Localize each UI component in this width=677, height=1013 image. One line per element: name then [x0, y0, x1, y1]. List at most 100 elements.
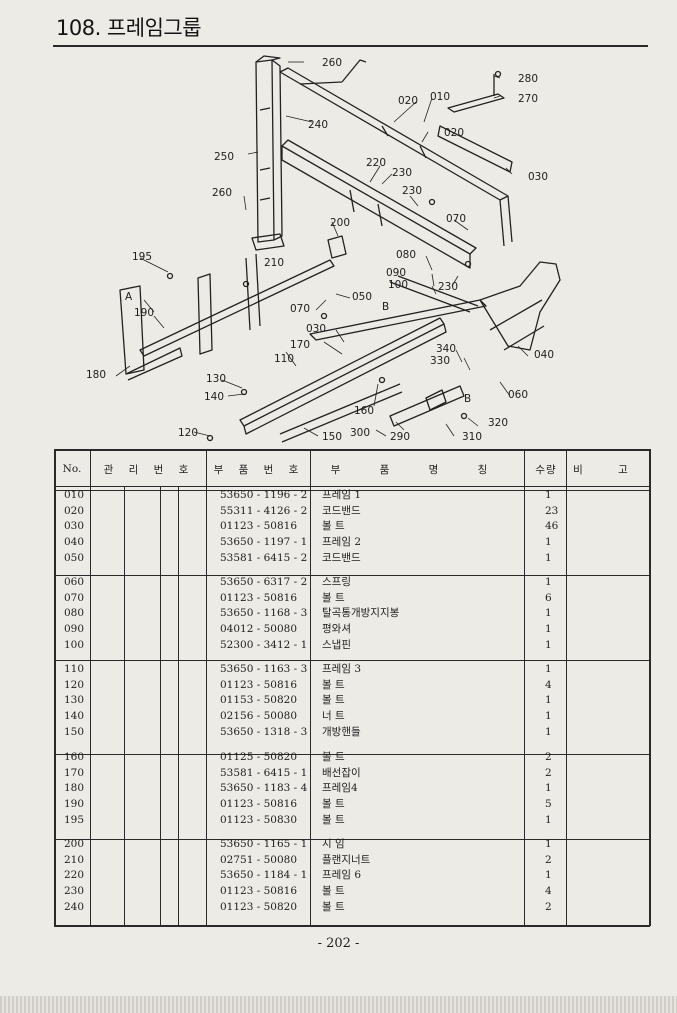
- col-line-mgmt: [206, 449, 207, 926]
- callout-leaders: [115, 61, 529, 437]
- callout-label: 230: [402, 185, 422, 197]
- col-line-part: [310, 449, 311, 926]
- table-cell-quantity: 2: [545, 751, 552, 763]
- table-cell-quantity: 1: [545, 782, 552, 795]
- callout-label: B: [464, 393, 471, 405]
- table-cell-part-number: 53650 - 1197 - 1: [220, 536, 308, 549]
- table-cell-part-name: 코드밴드: [322, 551, 361, 564]
- table-cell-no: 110: [64, 663, 85, 675]
- callout-label: 340: [436, 343, 456, 355]
- table-cell-part-number: 53650 - 1168 - 3: [220, 607, 308, 620]
- table-cell-part-name: 배선잡이: [322, 766, 361, 779]
- table-cell-no: 040: [64, 536, 85, 549]
- header-rule: [54, 486, 650, 487]
- table-cell-no: 060: [64, 576, 85, 588]
- table-cell-no: 180: [64, 782, 85, 795]
- table-cell-part-name: 볼 트: [322, 813, 345, 826]
- table-cell-part-name: 프레임 6: [322, 869, 361, 882]
- callout-label: 260: [212, 187, 232, 199]
- table-cell-quantity: 1: [545, 489, 552, 501]
- callout-label: 330: [430, 355, 450, 367]
- col-line-name: [524, 449, 525, 926]
- table-cell-no: 010: [64, 489, 85, 501]
- callout-label: 060: [508, 389, 528, 401]
- table-cell-part-number: 02751 - 50080: [220, 853, 298, 866]
- table-cell-part-name: 프레임 2: [322, 536, 361, 549]
- table-cell-part-number: 01123 - 50816: [220, 520, 298, 533]
- table-cell-part-name: 프레임 3: [322, 663, 361, 675]
- table-cell-part-name: 프레임4: [322, 782, 358, 795]
- callout-label: 250: [214, 151, 234, 163]
- table-cell-no: 050: [64, 551, 85, 564]
- table-cell-part-number: 52300 - 3412 - 1: [220, 638, 308, 651]
- table-border-top: [54, 449, 650, 451]
- callout-label: 270: [518, 93, 538, 105]
- table-border-right: [649, 449, 651, 926]
- callout-label: 110: [274, 353, 294, 365]
- page-number: - 202 -: [317, 936, 360, 951]
- callout-label: 280: [518, 73, 538, 85]
- callout-label: 070: [290, 303, 310, 315]
- col-line-no: [90, 449, 91, 926]
- table-cell-part-number: 53650 - 1318 - 3: [220, 725, 308, 738]
- table-cell-quantity: 4: [545, 885, 552, 898]
- callout-label: 080: [396, 249, 416, 261]
- table-cell-part-number: 01123 - 50816: [220, 798, 298, 811]
- table-cell-part-name: 스프링: [322, 576, 351, 588]
- table-cell-no: 190: [64, 798, 85, 811]
- callout-label: A: [125, 291, 133, 303]
- callout-label: 240: [308, 119, 328, 131]
- table-cell-quantity: 1: [545, 576, 552, 588]
- table-cell-part-number: 53581 - 6415 - 2: [220, 551, 308, 564]
- table-cell-part-name: 볼 트: [322, 885, 345, 898]
- table-cell-part-name: 평와셔: [322, 623, 351, 636]
- table-cell-part-number: 53650 - 1165 - 1: [220, 838, 308, 850]
- callout-label: 020: [398, 95, 418, 107]
- table-cell-no: 140: [64, 710, 85, 723]
- table-cell-quantity: 6: [545, 591, 552, 604]
- callout-label: 210: [264, 257, 284, 269]
- callout-label: 040: [534, 349, 554, 361]
- callout-label: 090: [386, 267, 406, 279]
- table-cell-part-name: 플랜지너트: [322, 853, 371, 866]
- table-cell-part-number: 01125 - 50820: [220, 751, 298, 763]
- callout-label: 310: [462, 431, 482, 443]
- table-cell-quantity: 5: [545, 798, 552, 811]
- table-cell-quantity: 1: [545, 551, 552, 564]
- callout-label: 200: [330, 217, 350, 229]
- table-cell-quantity: 2: [545, 900, 552, 913]
- table-cell-quantity: 2: [545, 853, 552, 866]
- table-cell-part-name: 볼 트: [322, 900, 345, 913]
- callout-label: 195: [132, 251, 152, 263]
- table-cell-quantity: 1: [545, 536, 552, 549]
- table-cell-no: 150: [64, 725, 85, 738]
- table-cell-no: 210: [64, 853, 85, 866]
- table-cell-no: 220: [64, 869, 85, 882]
- header-part-name: 부 품 명 칭: [330, 463, 506, 476]
- callout-label: 320: [488, 417, 508, 429]
- callout-label: 130: [206, 373, 226, 385]
- table-cell-quantity: 46: [545, 520, 559, 533]
- callout-label: 070: [446, 213, 466, 225]
- table-cell-quantity: 1: [545, 869, 552, 882]
- table-cell-part-name: 볼 트: [322, 694, 345, 707]
- table-cell-part-number: 04012 - 50080: [220, 623, 298, 636]
- table-cell-quantity: 1: [545, 710, 552, 723]
- callout-label: 030: [306, 323, 326, 335]
- table-cell-part-name: 볼 트: [322, 751, 345, 763]
- table-cell-part-number: 02156 - 50080: [220, 710, 298, 723]
- table-cell-quantity: 1: [545, 607, 552, 620]
- table-cell-quantity: 1: [545, 694, 552, 707]
- table-cell-part-name: 너 트: [322, 710, 345, 723]
- table-cell-part-name: 개방핸들: [322, 725, 361, 738]
- table-cell-part-number: 55311 - 4126 - 2: [220, 504, 308, 517]
- callout-label: 160: [354, 405, 374, 417]
- table-cell-quantity: 1: [545, 638, 552, 651]
- table-cell-part-number: 53650 - 1184 - 1: [220, 869, 308, 882]
- callout-label: 100: [388, 279, 408, 291]
- callout-label: 180: [86, 369, 106, 381]
- table-cell-part-name: 코드밴드: [322, 504, 361, 517]
- header-remarks: 비 고: [573, 463, 644, 476]
- table-cell-part-number: 53650 - 6317 - 2: [220, 576, 308, 588]
- table-cell-part-number: 01123 - 50816: [220, 591, 298, 604]
